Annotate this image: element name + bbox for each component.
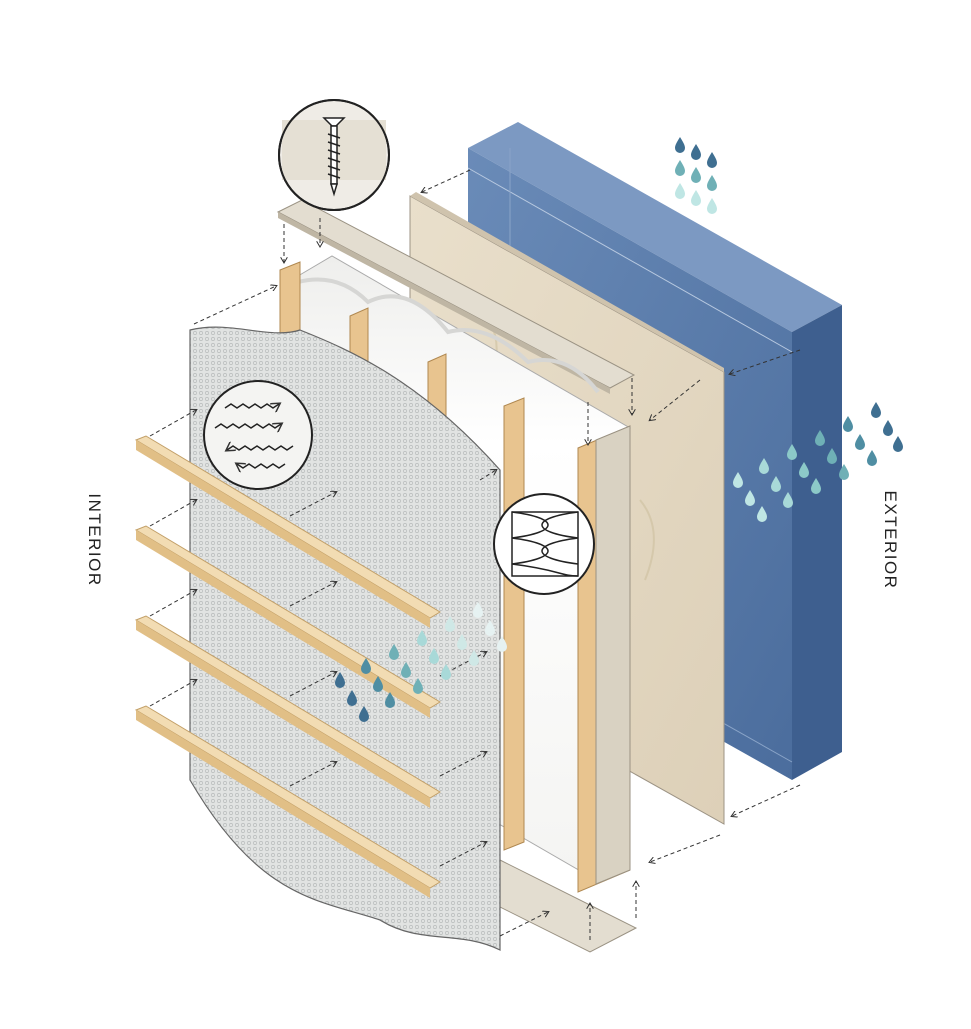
batten-3 <box>134 615 441 808</box>
water-drop-icon <box>707 198 717 214</box>
batten-1 <box>134 435 441 628</box>
zigzag-membrane-icon <box>214 404 294 468</box>
membrane-detail-callout <box>203 380 313 490</box>
assembly-arrows <box>149 169 801 940</box>
insulation-detail-callout <box>493 493 595 595</box>
water-drop-icon <box>867 450 877 466</box>
water-drop-icon <box>675 160 685 176</box>
stud-5 <box>577 425 631 893</box>
insulation-batt-icon <box>511 511 579 577</box>
water-drop-icon <box>871 402 881 418</box>
water-drop-icon <box>883 420 893 436</box>
water-drop-icon <box>675 137 685 153</box>
water-drop-icon <box>843 416 853 432</box>
moisture-drops-exterior-top <box>675 137 717 214</box>
water-drop-icon <box>675 183 685 199</box>
interior-label: INTERIOR <box>85 493 104 587</box>
batten-4 <box>134 705 441 898</box>
water-drop-icon <box>691 190 701 206</box>
exterior-label: EXTERIOR <box>881 490 900 590</box>
top-plate <box>276 199 636 394</box>
water-drop-icon <box>707 152 717 168</box>
water-drop-icon <box>691 167 701 183</box>
water-drop-icon <box>893 436 903 452</box>
water-drop-icon <box>691 144 701 160</box>
screw-icon <box>322 117 346 197</box>
screw-detail-callout <box>278 99 390 211</box>
stud-4 <box>503 397 525 851</box>
water-drop-icon <box>855 434 865 450</box>
water-drop-icon <box>707 175 717 191</box>
